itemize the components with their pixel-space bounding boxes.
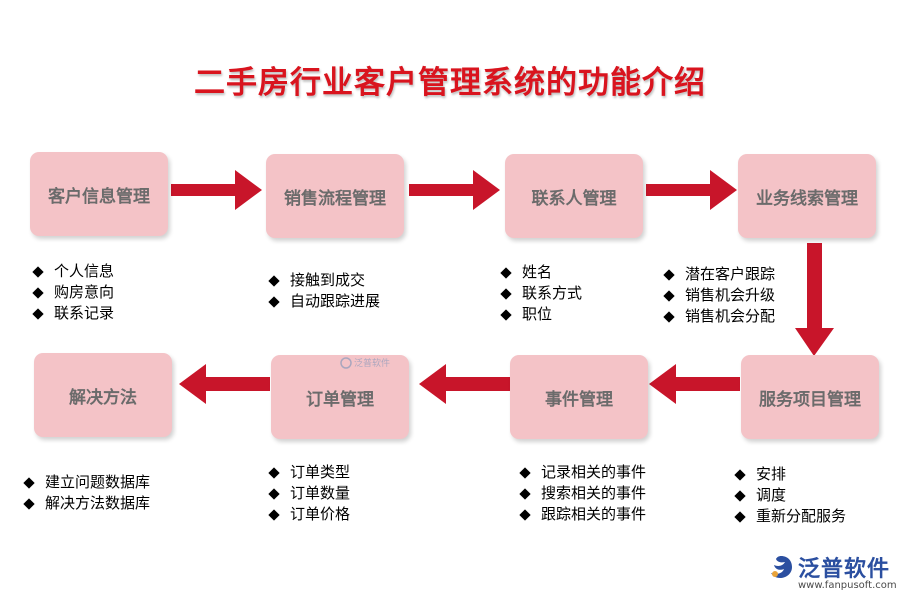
diamond-bullet-icon <box>734 489 746 502</box>
list-solutions: 建立问题数据库 解决方法数据库 <box>23 472 150 514</box>
list-item: 记录相关的事件 <box>519 462 646 483</box>
list-item: 购房意向 <box>32 282 114 303</box>
node-customer-info: 客户信息管理 <box>30 152 168 236</box>
node-solutions: 解决方法 <box>34 353 172 437</box>
diamond-bullet-icon <box>23 476 35 489</box>
diamond-bullet-icon <box>519 487 531 500</box>
list-item: 姓名 <box>500 262 582 283</box>
list-item: 重新分配服务 <box>734 506 846 527</box>
list-item: 建立问题数据库 <box>23 472 150 493</box>
node-label: 订单管理 <box>306 389 374 410</box>
list-item: 订单价格 <box>268 504 350 525</box>
list-item: 安排 <box>734 464 846 485</box>
page-title: 二手房行业客户管理系统的功能介绍 <box>194 65 706 101</box>
list-item: 销售机会升级 <box>663 285 775 306</box>
brand-logo: 泛普软件 <box>768 551 890 583</box>
node-label: 联系人管理 <box>531 188 617 209</box>
watermark-text: 泛普软件 <box>354 359 391 369</box>
node-contacts: 联系人管理 <box>505 154 643 238</box>
node-events: 事件管理 <box>510 355 648 439</box>
node-label: 解决方法 <box>69 387 137 408</box>
diamond-bullet-icon <box>734 468 746 481</box>
arrow-down <box>795 243 834 356</box>
list-item: 订单类型 <box>268 462 350 483</box>
diamond-bullet-icon <box>734 510 746 523</box>
diamond-bullet-icon <box>268 466 280 479</box>
arrow-left-2 <box>419 364 510 404</box>
logo-url: www.fanpusoft.com <box>798 580 897 591</box>
arrow-left-3 <box>179 364 270 404</box>
arrow-right-1 <box>171 170 262 210</box>
arrow-right-3 <box>646 170 737 210</box>
diamond-bullet-icon <box>32 286 44 299</box>
list-item: 职位 <box>500 304 582 325</box>
diamond-bullet-icon <box>32 307 44 320</box>
diamond-bullet-icon <box>519 508 531 521</box>
list-item: 潜在客户跟踪 <box>663 264 775 285</box>
node-service-projects: 服务项目管理 <box>741 355 879 439</box>
fanpu-logo-icon <box>340 356 352 369</box>
diamond-bullet-icon <box>519 466 531 479</box>
diamond-bullet-icon <box>500 308 512 321</box>
diamond-bullet-icon <box>663 289 675 302</box>
node-label: 服务项目管理 <box>759 389 861 410</box>
logo-name: 泛普软件 <box>798 557 891 582</box>
node-orders: 订单管理 <box>271 355 409 439</box>
list-orders: 订单类型 订单数量 订单价格 <box>268 462 350 525</box>
node-sales-process: 销售流程管理 <box>266 154 404 238</box>
arrow-left-1 <box>649 364 740 404</box>
diamond-bullet-icon <box>500 287 512 300</box>
list-item: 销售机会分配 <box>663 306 775 327</box>
list-business-leads: 潜在客户跟踪 销售机会升级 销售机会分配 <box>663 264 775 327</box>
fanpu-logo-icon <box>771 556 792 578</box>
list-item: 接触到成交 <box>268 270 380 291</box>
diamond-bullet-icon <box>32 265 44 278</box>
node-label: 事件管理 <box>545 389 613 410</box>
node-label: 销售流程管理 <box>284 188 386 209</box>
list-events: 记录相关的事件 搜索相关的事件 跟踪相关的事件 <box>519 462 646 525</box>
diamond-bullet-icon <box>500 266 512 279</box>
list-item: 自动跟踪进展 <box>268 291 380 312</box>
diamond-bullet-icon <box>23 497 35 510</box>
diamond-bullet-icon <box>268 295 280 308</box>
list-customer-info: 个人信息 购房意向 联系记录 <box>32 261 114 324</box>
diamond-bullet-icon <box>663 310 675 323</box>
diamond-bullet-icon <box>268 487 280 500</box>
list-item: 订单数量 <box>268 483 350 504</box>
node-business-leads: 业务线索管理 <box>738 154 876 238</box>
list-contacts: 姓名 联系方式 职位 <box>500 262 582 325</box>
diamond-bullet-icon <box>268 274 280 287</box>
list-item: 跟踪相关的事件 <box>519 504 646 525</box>
list-item: 搜索相关的事件 <box>519 483 646 504</box>
diamond-bullet-icon <box>268 508 280 521</box>
list-service-projects: 安排 调度 重新分配服务 <box>734 464 846 527</box>
list-sales-process: 接触到成交 自动跟踪进展 <box>268 270 380 312</box>
diamond-bullet-icon <box>663 268 675 281</box>
list-item: 调度 <box>734 485 846 506</box>
list-item: 解决方法数据库 <box>23 493 150 514</box>
list-item: 联系记录 <box>32 303 114 324</box>
list-item: 个人信息 <box>32 261 114 282</box>
node-label: 业务线索管理 <box>756 188 858 209</box>
watermark: 泛普软件 <box>340 356 390 369</box>
arrow-right-2 <box>409 170 500 210</box>
node-label: 客户信息管理 <box>48 186 150 207</box>
list-item: 联系方式 <box>500 283 582 304</box>
